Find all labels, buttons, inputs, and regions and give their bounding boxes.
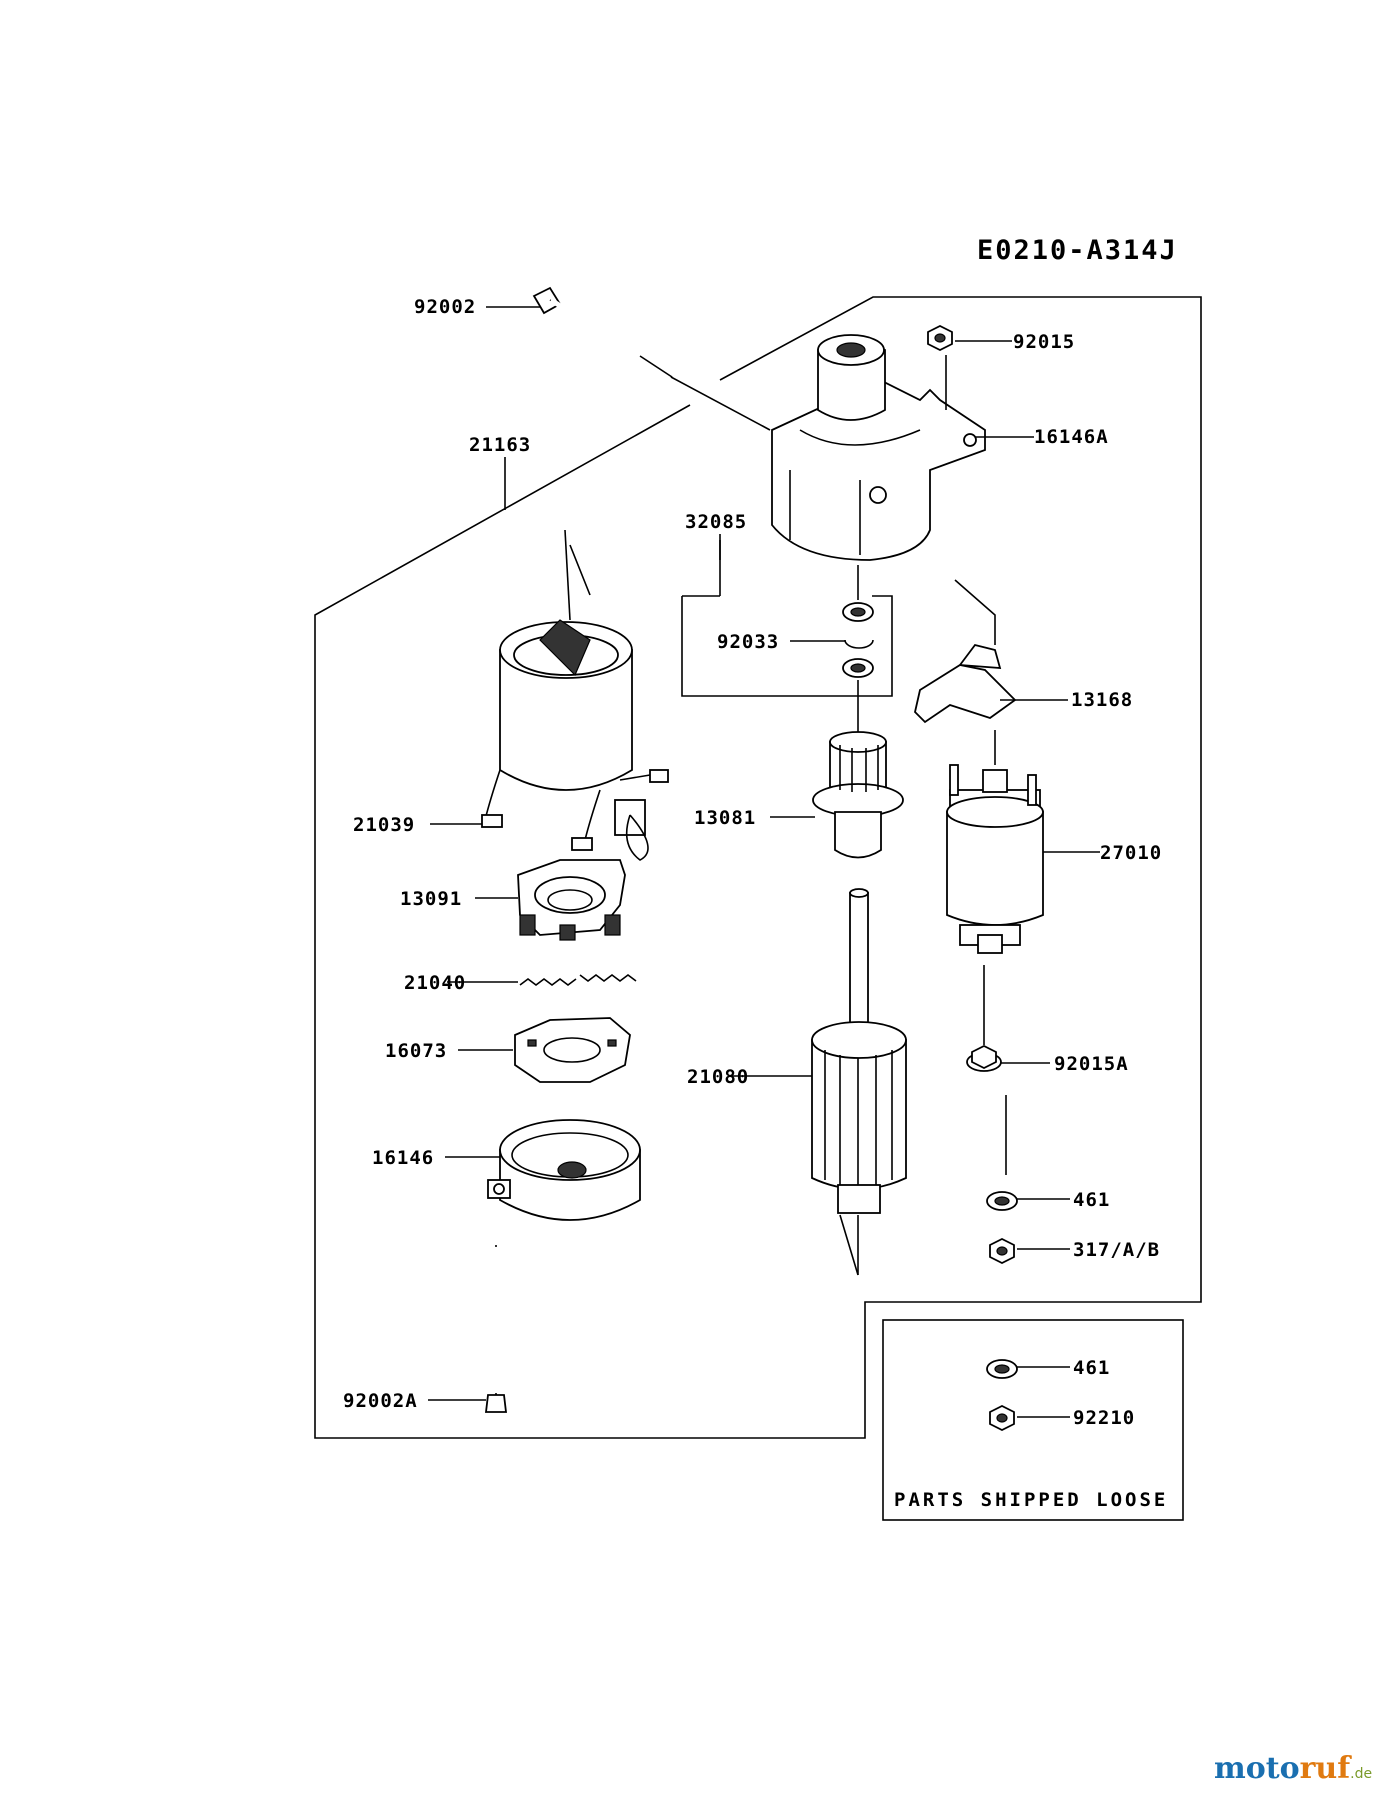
label-27010: 27010	[1100, 842, 1162, 864]
pinion-gear-13081	[812, 731, 904, 859]
bolt-92002	[532, 286, 771, 431]
label-461-loose: 461	[1073, 1357, 1110, 1379]
end-cover-16146	[487, 1119, 641, 1221]
parts-loose-box	[882, 1319, 1184, 1521]
shift-lever-13168	[914, 579, 1017, 724]
label-32085: 32085	[685, 511, 747, 533]
yoke-21039	[481, 529, 669, 861]
nut-92015	[927, 324, 953, 410]
label-21163: 21163	[469, 434, 531, 456]
label-16146A: 16146A	[1034, 426, 1109, 448]
bolt-92002A	[484, 1245, 508, 1413]
label-92210: 92210	[1073, 1407, 1135, 1429]
svg-text:motoruf.de: motoruf.de	[1214, 1751, 1372, 1786]
nut-92015A	[966, 965, 1007, 1175]
plate-16073	[514, 1017, 631, 1083]
label-16073: 16073	[385, 1040, 447, 1062]
springs-21040	[519, 974, 637, 986]
label-92033: 92033	[717, 631, 779, 653]
label-16146: 16146	[372, 1147, 434, 1169]
assembly-outline	[314, 296, 1202, 1439]
label-13168: 13168	[1071, 689, 1133, 711]
label-461: 461	[1073, 1189, 1110, 1211]
brush-holder-13091	[517, 859, 626, 941]
label-13081: 13081	[694, 807, 756, 829]
label-92015A: 92015A	[1054, 1053, 1129, 1075]
bracket-32085	[681, 595, 893, 697]
parts-loose-title: PARTS SHIPPED LOOSE	[894, 1489, 1168, 1511]
label-21039: 21039	[353, 814, 415, 836]
washers-92033	[842, 565, 874, 735]
leader-lines	[428, 306, 1100, 1418]
housing-16146A	[771, 334, 986, 561]
solenoid-27010	[946, 730, 1044, 954]
label-317AB: 317/A/B	[1073, 1239, 1160, 1261]
label-21080: 21080	[687, 1066, 749, 1088]
label-21040: 21040	[404, 972, 466, 994]
label-13091: 13091	[400, 888, 462, 910]
label-92002A: 92002A	[343, 1390, 418, 1412]
diagram-code: E0210-A314J	[977, 235, 1178, 266]
armature-21080	[811, 888, 907, 1276]
label-92015: 92015	[1013, 331, 1075, 353]
label-92002: 92002	[414, 296, 476, 318]
watermark-logo: motoruf.de	[1214, 1751, 1372, 1786]
